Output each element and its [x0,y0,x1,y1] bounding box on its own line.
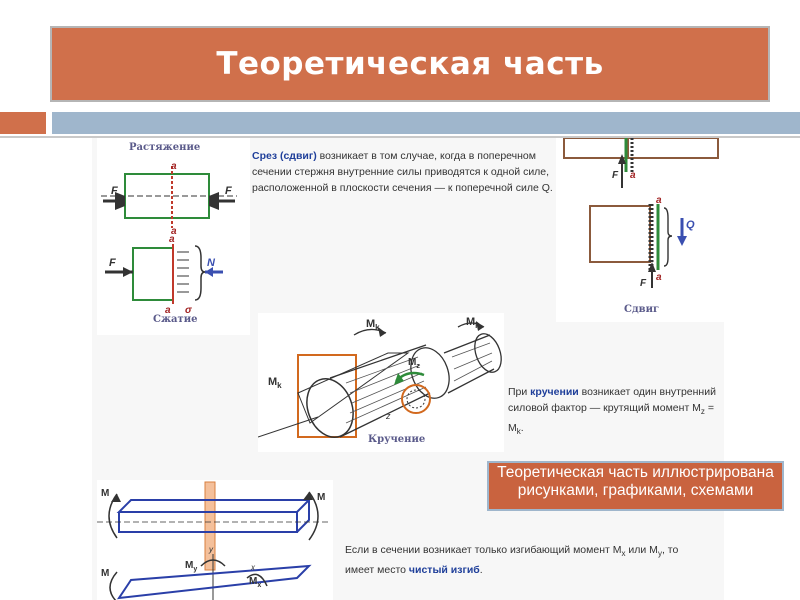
torsion-term: кручении [530,386,579,398]
label-y: y [208,545,214,554]
bending-term: чистый изгиб [408,564,480,577]
shear-term: Срез (сдвиг) [252,150,317,162]
label-a: a [630,170,636,181]
label-mk: Mk [466,316,480,330]
label-n: N [207,257,216,269]
label-a: a [169,234,175,245]
label-x: x [250,563,256,572]
label-m: M [101,568,109,579]
label-f: F [640,278,647,289]
shear-figure: F a a Q a F Сдвиг [556,138,724,322]
label-mz: Mz [408,357,420,370]
torsion-description: При кручении возникает один внутренний с… [508,386,716,437]
label-a: a [165,305,171,316]
label-a: a [656,195,662,206]
shear-description: Срез (сдвиг) возникает в том случае, ког… [252,148,556,196]
label-my: My [185,560,197,573]
compression-caption: Сжатие [153,314,198,325]
accent-stripe-orange [0,112,46,134]
shear-text: возникает в том случае, когда в поперечн… [252,150,553,194]
label-a: a [171,226,177,237]
tension-caption: Растяжение [129,142,201,153]
label-sigma: σ [185,305,192,316]
tension-diagram: a a F F a a F N σ [101,161,237,316]
label-a: a [656,272,662,283]
slide-title: Теоретическая часть [216,46,604,82]
label-f: F [612,170,619,181]
label-m: M [317,492,325,503]
label-f: F [109,257,116,269]
shear-caption: Сдвиг [624,304,660,315]
tension-compression-figure: Растяжение a a F F a a F N σ Сжатие [97,138,250,335]
label-m: M [101,488,109,499]
shear-diagram: F a a Q a F [563,138,719,289]
bending-diagram: M M M y My x Mx [97,481,329,600]
label-f: F [111,185,118,197]
bending-description: Если в сечении возникает только изгибающ… [345,544,679,577]
label-mx: Mx [249,576,261,589]
label-a: a [171,161,177,172]
callout-box: Теоретическая часть иллюстрирована рисун… [487,461,784,511]
divider-line [0,136,800,138]
torsion-diagram: Mk Mk Mk Mz z [258,316,502,438]
label-f: F [225,185,232,197]
label-q: Q [686,219,695,231]
slide-title-bar: Теоретическая часть [50,26,770,102]
label-mk: Mk [366,318,380,332]
accent-stripe-blue [52,112,800,134]
torsion-caption: Кручение [368,434,426,445]
torsion-figure: Mk Mk Mk Mz z Кручение [258,313,504,452]
label-z: z [385,411,391,421]
callout-text: Теоретическая часть иллюстрирована рисун… [497,464,774,499]
label-mk: Mk [268,376,282,390]
bending-figure: M M M y My x Mx [97,480,333,600]
